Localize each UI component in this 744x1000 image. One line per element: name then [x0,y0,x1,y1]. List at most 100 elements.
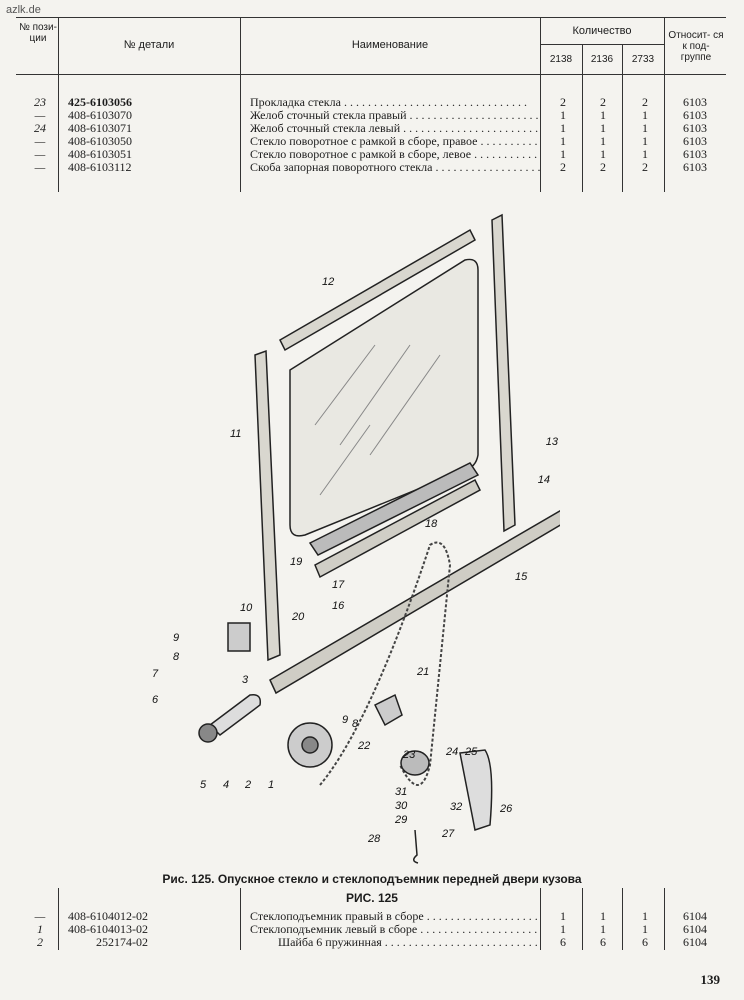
header-qty-col: 2138 [549,54,573,65]
row-q2: 2 [600,160,606,174]
page-number: 139 [700,972,721,987]
row-pos: — [34,909,46,923]
header-pos: № пози- ции [19,22,57,44]
col-rule [240,17,241,192]
row-q1: 1 [560,134,566,148]
col-rule [582,44,583,192]
row-q1: 1 [560,108,566,122]
lifter-bracket [227,622,251,652]
row-part: 408-6104013-02 [68,922,148,936]
row-name: Прокладка стекла [250,96,540,109]
callout-14: 14 [538,474,550,486]
lifter-cable [319,541,452,786]
section-title: РИС. 125 [346,891,398,905]
row-pos: — [34,134,46,148]
table-row: 24 408-6103071 Желоб сточный стекла левы… [0,122,744,135]
callout-9b: 9 [342,714,348,726]
row-name: Желоб сточный стекла правый [250,109,540,122]
table-row: 1 408-6104013-02 Стеклоподъемник левый в… [0,923,744,936]
col-rule [540,888,541,950]
table-row: — 408-6103050 Стекло поворотное с рамкой… [0,135,744,148]
glass-clip [373,693,403,727]
table-top-rule [16,17,726,18]
col-rule [622,888,623,950]
row-q3: 2 [642,95,648,109]
qty-sub-rule [540,44,664,45]
col-rule [664,17,665,192]
watermark: azlk.de [6,4,41,16]
header-qty-col: 2136 [590,54,614,65]
row-q2: 1 [600,922,606,936]
row-q2: 1 [600,909,606,923]
callout-11: 11 [230,428,241,440]
callout-9: 9 [173,632,179,644]
row-pos: — [34,108,46,122]
row-q3: 1 [642,922,648,936]
figure-caption: Рис. 125. Опускное стекло и стеклоподъем… [162,872,582,886]
glass-seal-strip [279,228,476,352]
door-glass [289,258,479,537]
row-group: 6103 [683,121,707,135]
row-pos: — [34,147,46,161]
row-pos: 2 [37,935,43,949]
col-rule [664,888,665,950]
callout-4: 4 [223,779,229,791]
cable-roller [400,750,430,776]
callout-10: 10 [240,602,253,614]
callout-27: 27 [441,828,455,840]
window-crank [208,693,262,736]
row-part: 408-6103051 [68,147,132,161]
row-name: Скоба запорная поворотного стекла [250,161,540,174]
row-q3: 1 [642,134,648,148]
callout-19: 19 [290,556,302,568]
callout-23: 23 [402,749,416,761]
callout-21: 21 [416,666,429,678]
callout-29: 29 [394,814,407,826]
row-group: 6103 [683,134,707,148]
row-q1: 1 [560,147,566,161]
callout-5: 5 [200,779,207,791]
row-part: 408-6104012-02 [68,909,148,923]
rear-run-channel [491,213,516,533]
row-group: 6103 [683,108,707,122]
table-row: — 408-6104012-02 Стеклоподъемник правый … [0,910,744,923]
row-name: Стеклоподъемник левый в сборе [250,923,540,936]
row-group: 6103 [683,147,707,161]
callout-31: 31 [395,786,407,798]
row-group: 6104 [683,909,707,923]
row-part: 252174-02 [96,935,148,949]
tension-hook [413,829,419,864]
callout-13: 13 [546,436,559,448]
callout-3: 3 [242,674,249,686]
row-name: Желоб сточный стекла левый [250,122,540,135]
header-group: Относит- ся к под- группе [668,30,724,63]
row-name: Стекло поворотное с рамкой в сборе, лево… [250,148,540,161]
row-pos: — [34,160,46,174]
callout-12: 12 [322,276,334,288]
callout-24: 24 [445,746,458,758]
row-part: 408-6103070 [68,108,132,122]
row-group: 6104 [683,935,707,949]
row-q3: 6 [642,935,648,949]
header-bottom-rule [16,74,726,75]
header-part: № детали [123,39,175,51]
callout-28: 28 [367,833,381,845]
row-q3: 2 [642,160,648,174]
row-group: 6103 [683,160,707,174]
row-part: 408-6103050 [68,134,132,148]
glass-channel [308,462,480,556]
row-q1: 2 [560,95,566,109]
row-q3: 1 [642,108,648,122]
row-pos: 1 [37,922,43,936]
col-rule [58,888,59,950]
callout-25: 25 [464,746,478,758]
row-q1: 1 [560,922,566,936]
header-name: Наименование [351,39,429,51]
row-part: 408-6103112 [68,160,132,174]
row-name: Стеклоподъемник правый в сборе [250,910,540,923]
front-run-channel [254,349,281,662]
row-q1: 6 [560,935,566,949]
callout-18: 18 [425,518,438,530]
callout-6: 6 [152,694,159,706]
row-q2: 1 [600,121,606,135]
